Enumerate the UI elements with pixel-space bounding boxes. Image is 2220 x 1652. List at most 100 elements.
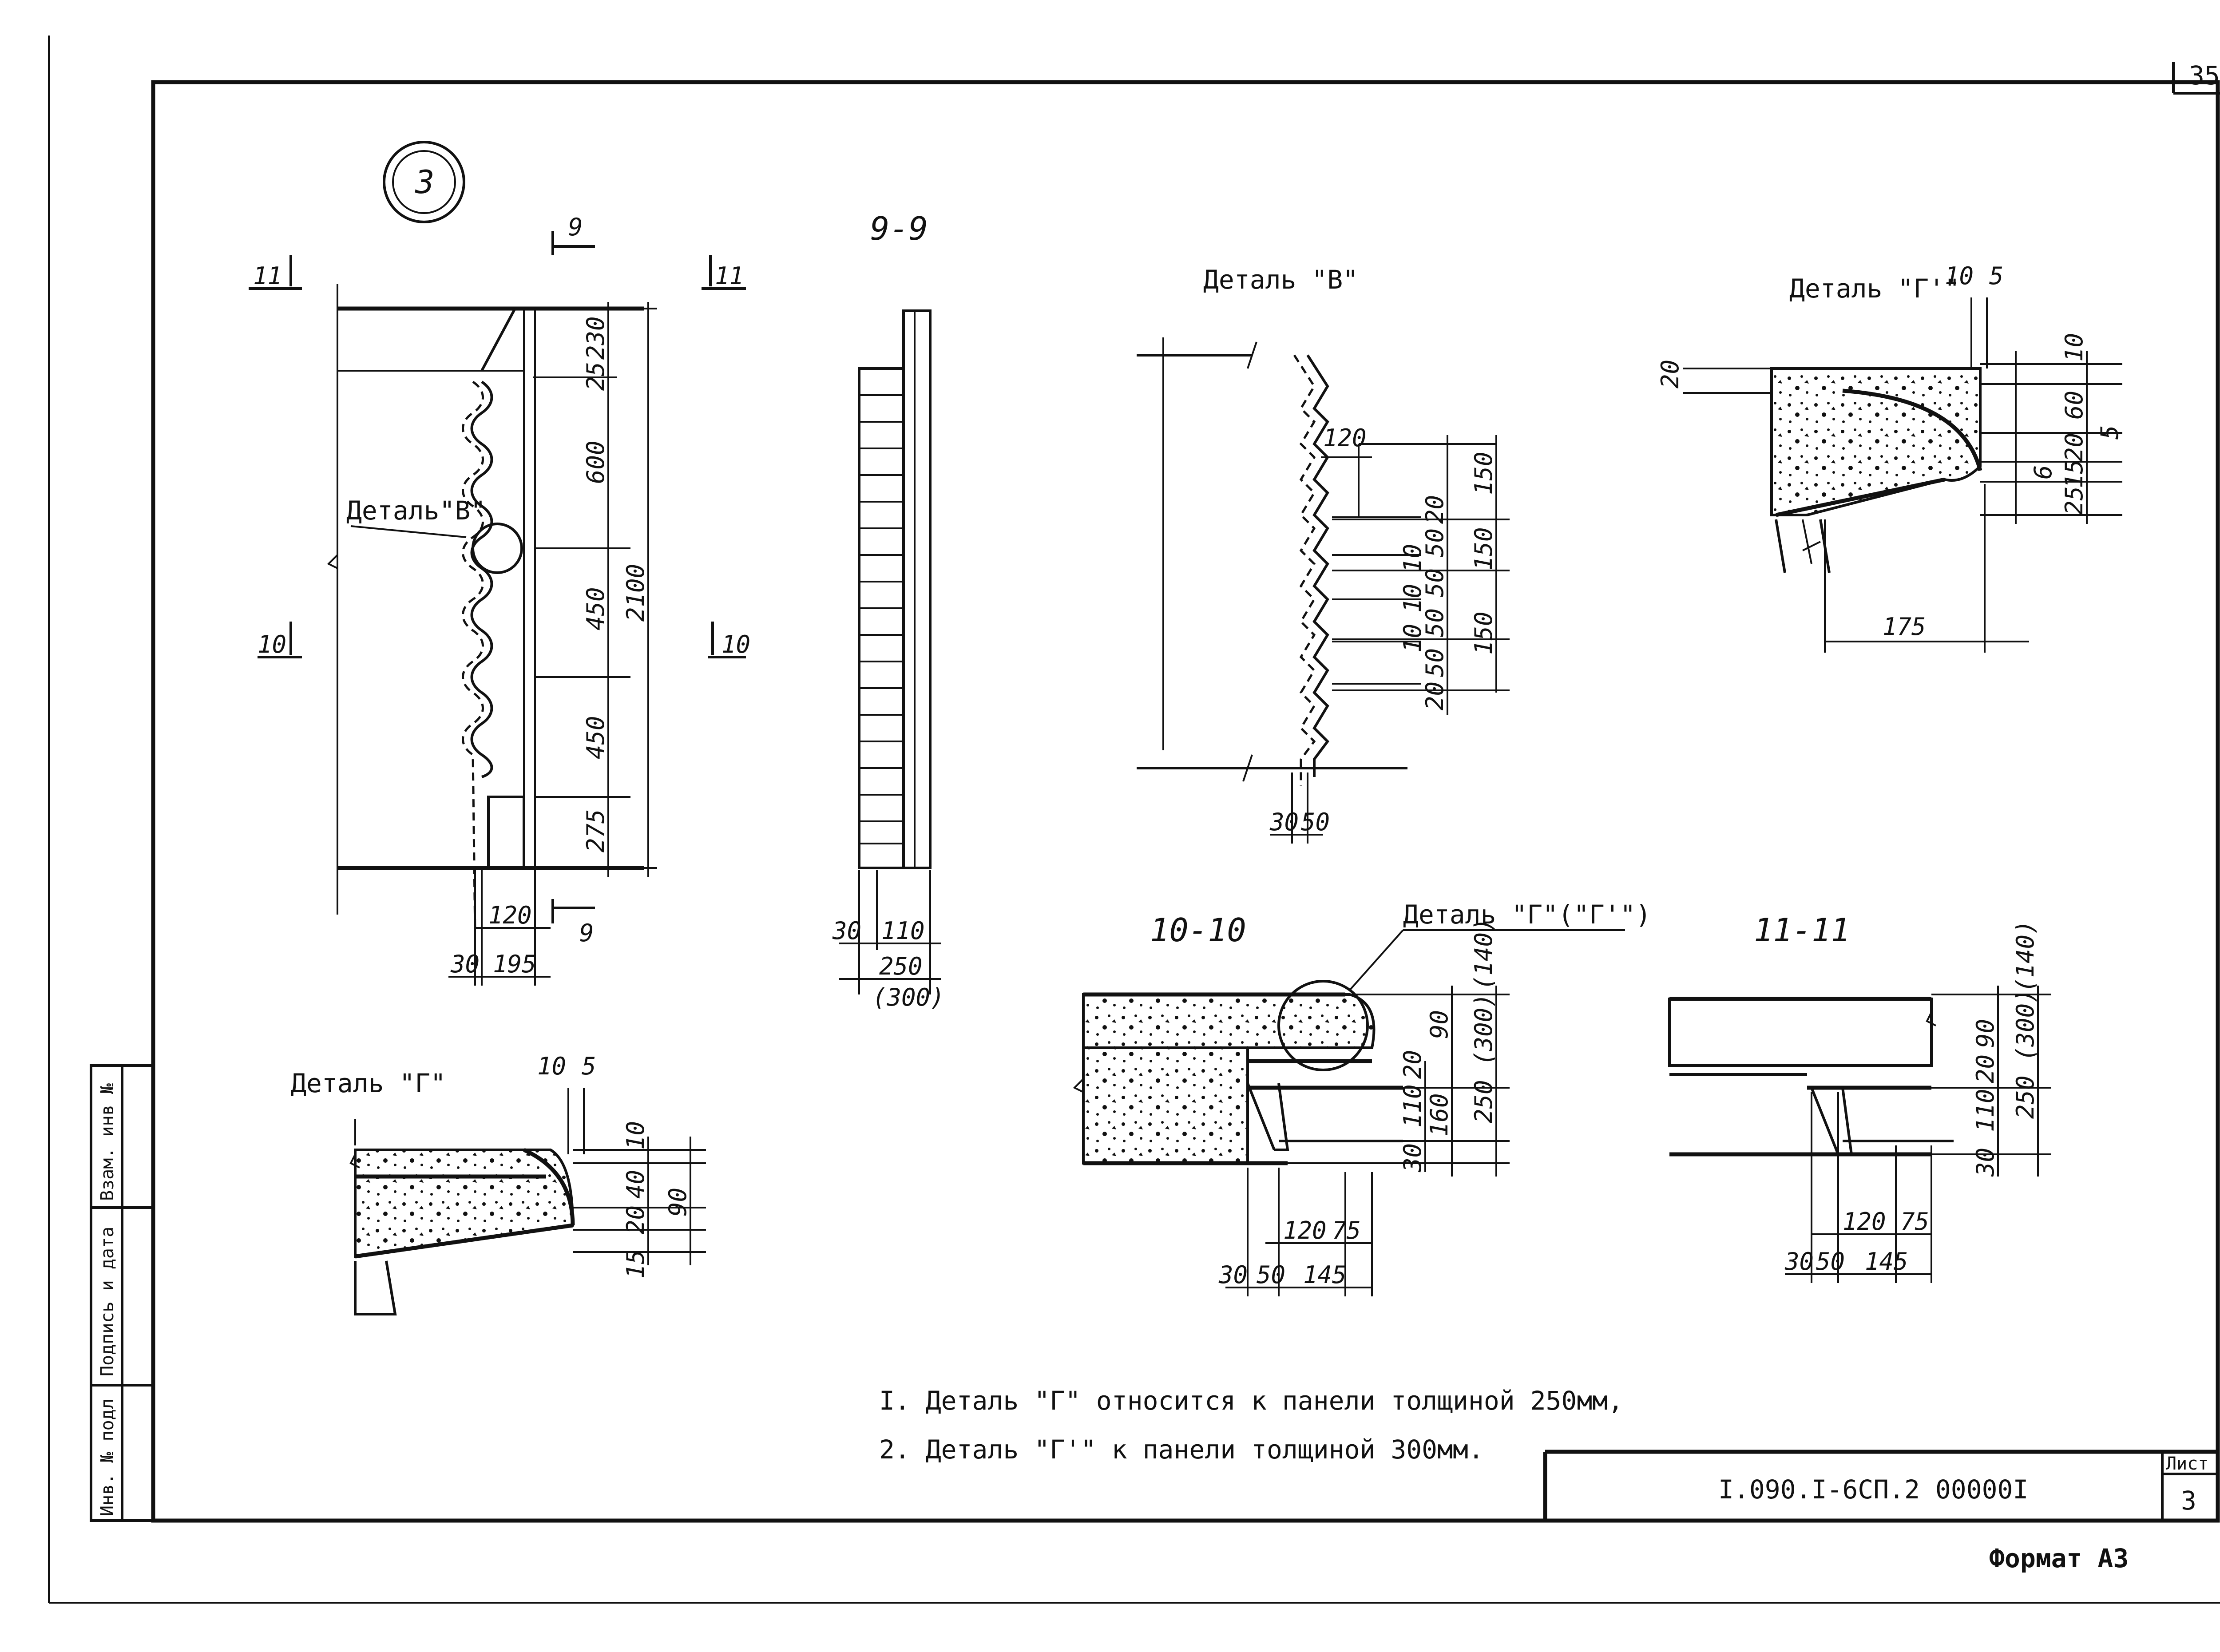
s10-dim-110: 110 [1399,1084,1427,1128]
gp-dim-25: 25 [2060,486,2088,515]
dim-30: 30 [450,950,480,978]
dim-230: 230 [582,316,610,360]
b-dim-20-a: 20 [1421,495,1449,524]
gp-dim-20: 20 [1656,360,1684,388]
section-9-view [839,309,941,994]
section-9-dimensions: 30 110 250 (300) [832,917,945,1011]
detail-g-dimensions: 10 5 10 40 90 20 15 [537,1052,692,1279]
b-dim-150-b: 150 [1470,527,1498,570]
dim-600: 600 [582,440,610,484]
s11-dim-120: 120 [1843,1208,1886,1236]
g-dim-40: 40 [622,1170,650,1199]
gp-dim-10: 10 [2060,333,2088,362]
b-dim-120: 120 [1323,424,1367,452]
section-11-dimensions: (140) 90 20 250 (300) 110 30 120 75 30 5… [1784,920,2039,1276]
s11-dim-250: 250 (300) [2011,989,2039,1119]
s11-dim-30b: 30 [1784,1248,1814,1276]
b-dim-30: 30 [1269,808,1299,836]
b-dim-150-a: 150 [1470,452,1498,495]
b-dim-10-c: 10 [1399,624,1427,653]
dim-2100: 2100 [622,564,650,622]
s11-dim-140: (140) [2011,920,2039,992]
node-marker: 3 [383,141,465,223]
s10-dim-250: 250 (300) [1470,993,1498,1123]
stamp-replace-label: Взам. инв № [97,1083,118,1201]
s11-dim-90: 90 [1971,1019,1999,1048]
s11-dim-30: 30 [1971,1148,1999,1177]
gp-dim-175: 175 [1883,613,1926,641]
dim-25: 25 [582,362,610,391]
detail-gprime-view [1683,297,2122,653]
s11-dim-110: 110 [1971,1089,1999,1132]
dim-450-a: 450 [582,587,610,630]
section-10-view [1073,929,1625,1296]
dim-120: 120 [488,901,532,929]
s9-dim-110: 110 [881,917,925,945]
gp-dim-6: 6 [2029,465,2057,479]
paper-format: Формат А3 [1989,1543,2129,1573]
s9-dim-250: 250 [879,952,923,980]
elev-dimensions: 230 25 600 450 450 275 2100 120 30 195 [450,316,650,978]
detail-gprime-dimensions: 10 5 10 20 60 5 20 15 6 25 175 [1656,262,2124,641]
b-dim-50-b: 50 [1421,568,1449,597]
detail-g-view [349,1088,706,1315]
section-10-title: 10-10 [1150,911,1246,949]
mark-11-left: 11 [253,262,282,290]
section-9-title: 9-9 [870,210,928,247]
mark-9-bottom: 9 [579,919,594,947]
s9-dim-300: (300) [872,983,945,1011]
b-dim-150-c: 150 [1470,611,1498,655]
detail-gprime-title: Деталь "Г'" [1789,273,1960,304]
gp-dim-5: 5 [2096,425,2124,440]
s11-dim-20: 20 [1971,1054,1999,1083]
elev-detail-label: Деталь"В" [346,495,486,526]
g-dim-5-top: 5 [582,1052,596,1080]
detail-b-dimensions: 120 150 20 150 50 10 50 10 150 50 10 50 … [1269,424,1498,836]
s11-dim-145: 145 [1865,1248,1908,1276]
b-dim-10-b: 10 [1399,584,1427,613]
sheet-frame [48,36,2220,1604]
mark-9-top: 9 [568,213,583,241]
elevation-view [327,284,657,986]
section-10-callout: Деталь "Г"("Г'") [1403,899,1651,930]
s10-dim-50: 50 [1257,1261,1285,1289]
detail-b-title: Деталь "В" [1203,265,1358,295]
s10-dim-90: 90 [1425,1010,1453,1039]
s11-dim-50: 50 [1816,1248,1845,1276]
b-dim-50-a: 50 [1421,528,1449,557]
s10-dim-75: 75 [1332,1216,1361,1244]
mark-10-left: 10 [258,630,286,658]
s10-dim-30: 30 [1399,1143,1427,1173]
dim-195: 195 [493,950,536,978]
g-dim-20: 20 [622,1205,650,1234]
gp-dim-60: 60 [2060,391,2088,420]
gp-dim-15: 15 [2060,460,2088,488]
g-dim-15: 15 [622,1250,650,1279]
sheet-number: 35 [2189,60,2220,91]
sheet-value: 3 [2181,1486,2196,1516]
g-dim-10: 10 [622,1121,650,1150]
document-designation: I.090.I-6СП.2 00000I [1718,1474,2028,1505]
dim-450-b: 450 [582,716,610,759]
b-dim-50-c: 50 [1421,608,1449,637]
s9-dim-30: 30 [832,917,861,945]
s10-dim-30b: 30 [1218,1261,1248,1289]
section-11-title: 11-11 [1754,911,1850,949]
gp-dim-20b: 20 [2060,433,2088,462]
detail-b-view [1137,337,1510,844]
g-dim-90: 90 [664,1188,692,1216]
side-stamp: Инв. № подл Подпись и дата Взам. инв № [90,1064,155,1522]
s10-dim-160: 160 [1425,1093,1453,1137]
s11-dim-75: 75 [1900,1208,1929,1236]
note-2: 2. Деталь "Г'" к панели толщиной 300мм. [879,1434,1484,1465]
b-dim-50-d: 50 [1421,648,1449,677]
dim-275: 275 [582,809,610,852]
s10-dim-140: (140) [1470,918,1498,990]
node-number: 3 [415,163,434,201]
note-1: I. Деталь "Г" относится к панели толщино… [879,1386,1623,1416]
s10-dim-120: 120 [1283,1216,1327,1244]
stamp-sign-label: Подпись и дата [97,1227,118,1376]
gp-dim-10-top: 10 [1945,262,1974,290]
s10-dim-20: 20 [1399,1050,1427,1079]
